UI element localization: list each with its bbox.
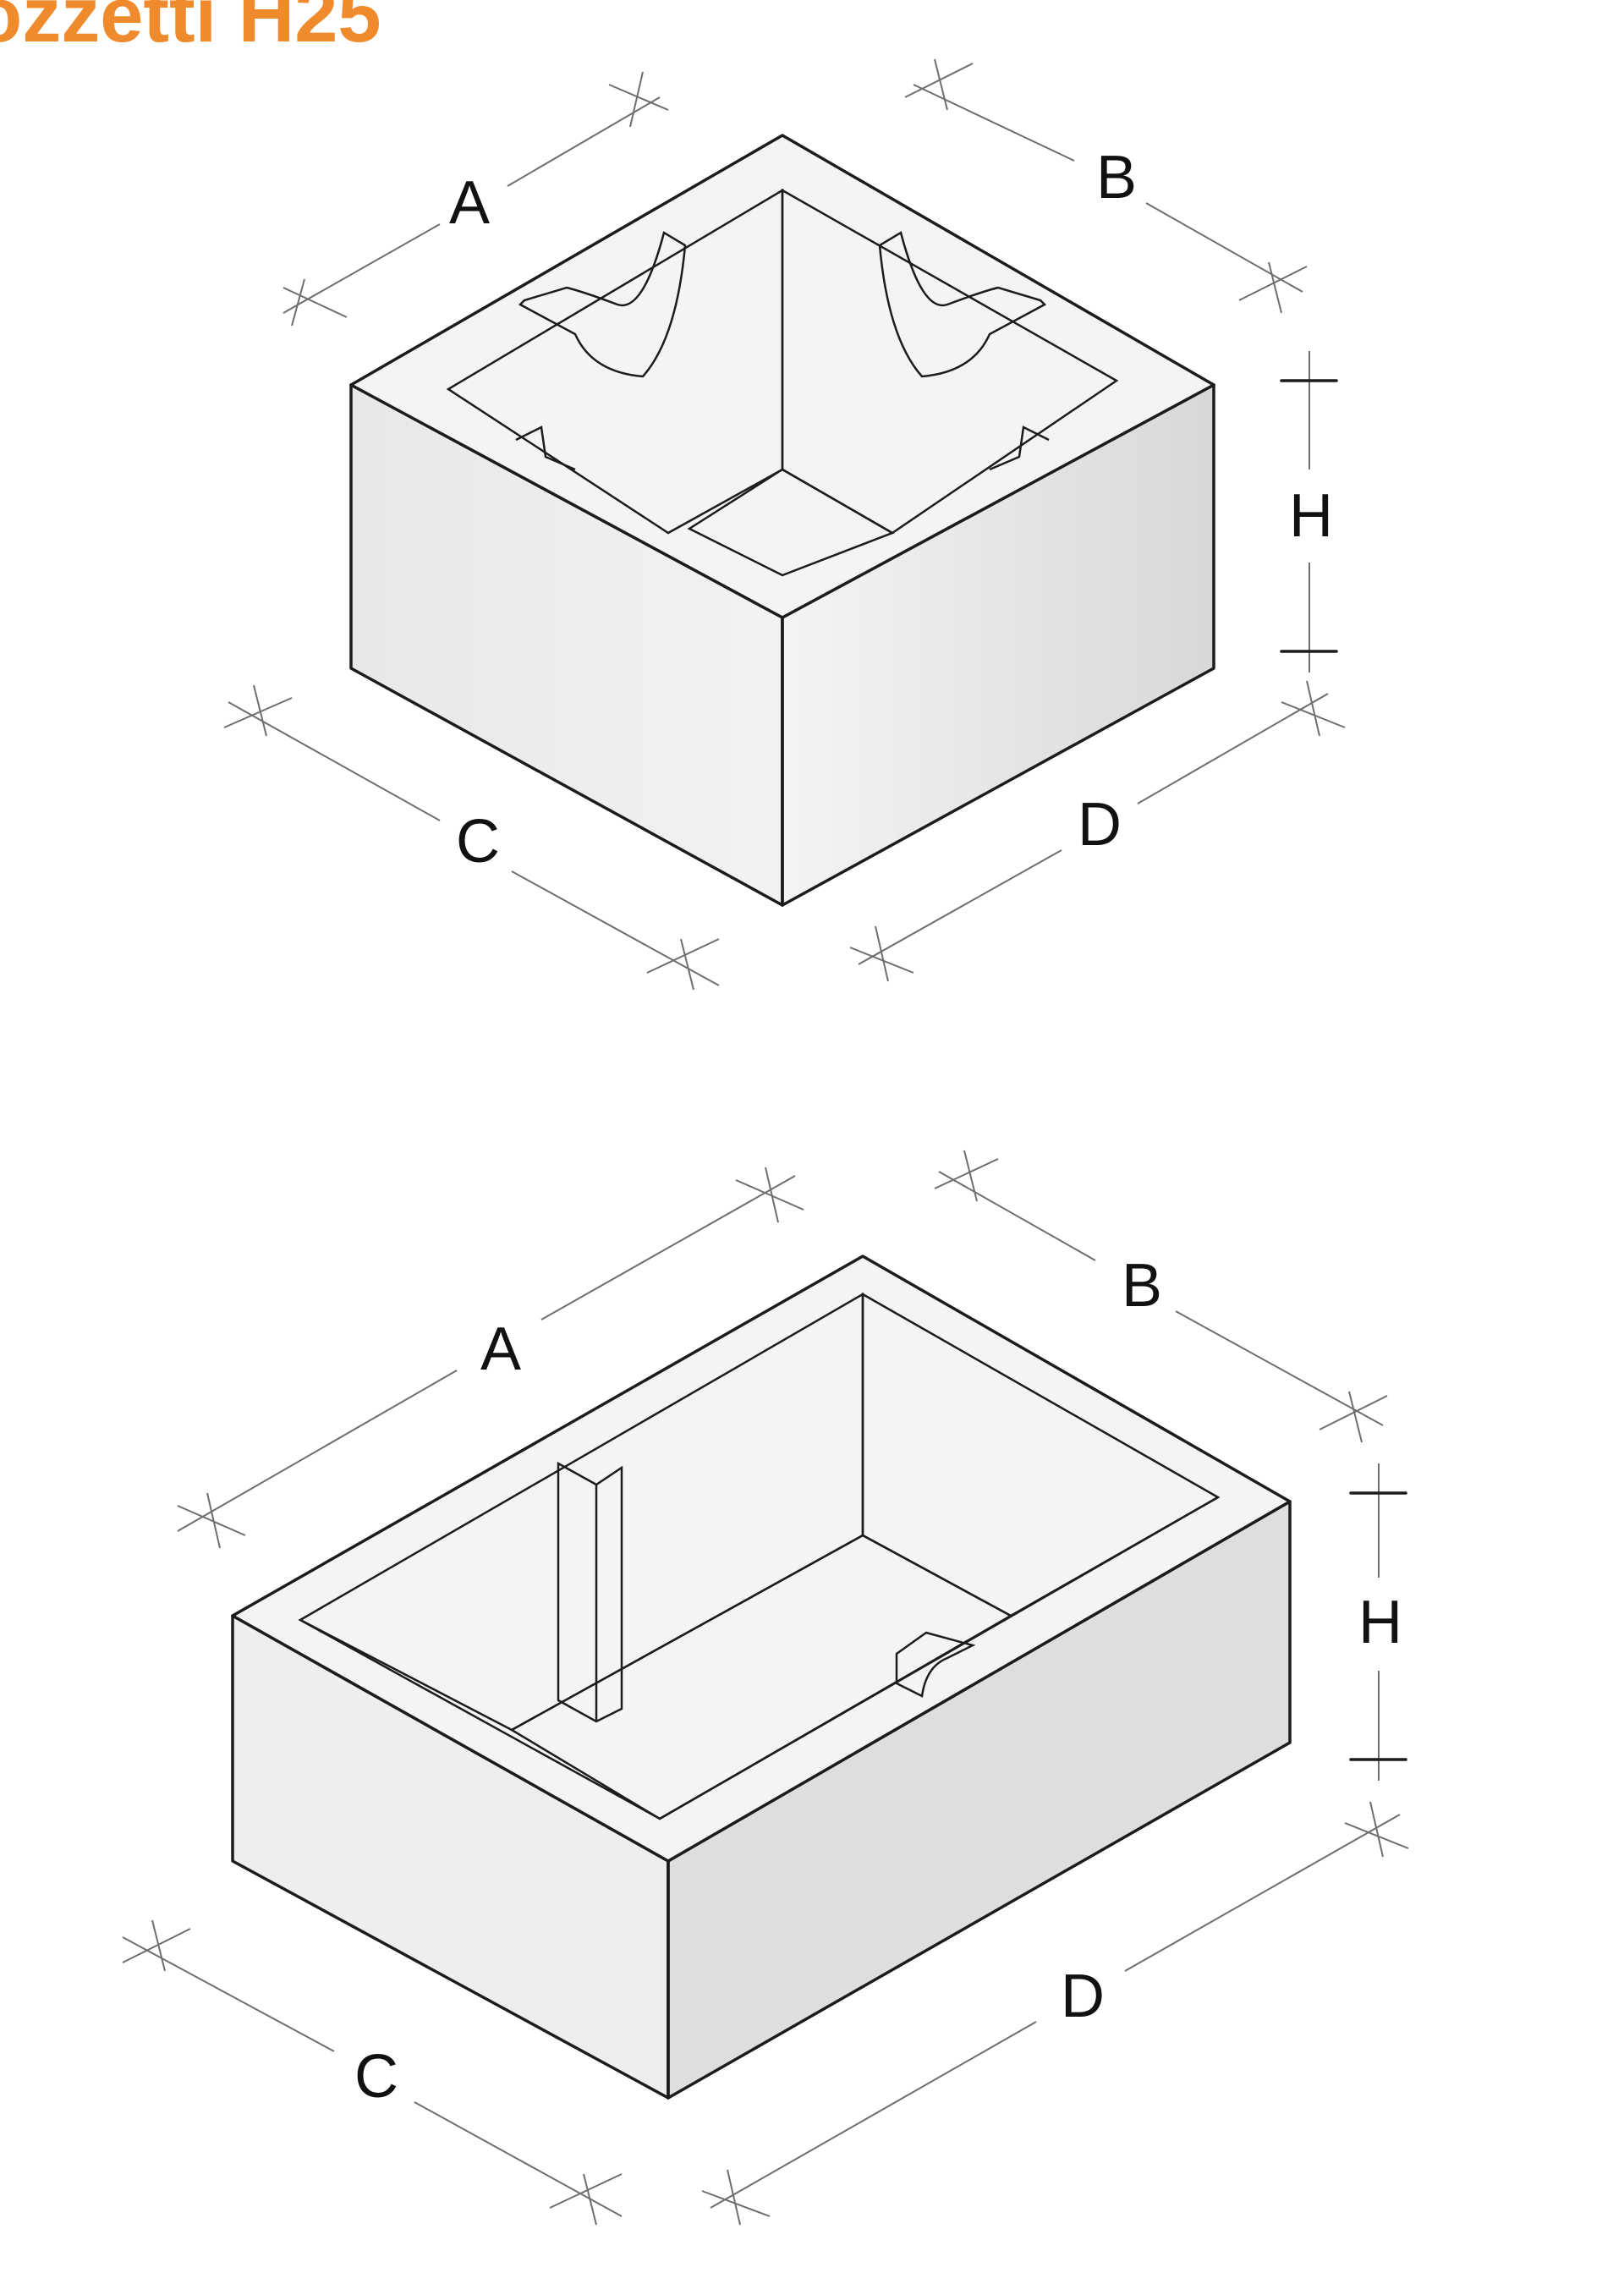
- fig1-dim-a: A: [283, 71, 669, 327]
- fig1-pipe-seat-left: [518, 231, 687, 378]
- rectangular-pozzetto-figure: A B H C: [122, 1150, 1409, 2226]
- fig1-label-h: H: [1289, 482, 1333, 550]
- fig1-dim-b: B: [904, 58, 1308, 314]
- fig1-label-a: A: [449, 169, 490, 237]
- fig2-label-h: H: [1358, 1589, 1402, 1656]
- fig1-dim-d: D: [849, 680, 1346, 982]
- fig2-label-c: C: [354, 2043, 398, 2111]
- page-title: ozzetti H25: [0, 0, 381, 58]
- fig2-notch-right: [895, 1631, 976, 1698]
- fig2-dim-a: A: [177, 1167, 804, 1549]
- fig1-label-b: B: [1096, 144, 1137, 211]
- fig1-notch-right: [989, 426, 1050, 471]
- fig2-inner-rim: [299, 1496, 1219, 1820]
- fig2-dim-d: D: [701, 1801, 1409, 2226]
- fig1-notch-left: [515, 426, 576, 471]
- fig2-label-a: A: [480, 1315, 521, 1383]
- fig1-dim-h: H: [1280, 351, 1338, 673]
- fig1-bottom-hole: [687, 468, 895, 577]
- fig2-label-d: D: [1061, 1963, 1105, 2030]
- square-pozzetto-figure: A B H C: [223, 58, 1346, 991]
- fig1-dim-c: C: [223, 684, 720, 991]
- fig2-label-b: B: [1122, 1252, 1162, 1320]
- fig2-dim-b: B: [934, 1150, 1388, 1443]
- fig2-dim-h: H: [1349, 1463, 1407, 1781]
- fig2-dim-c: C: [122, 1919, 623, 2226]
- fig1-label-c: C: [456, 808, 500, 876]
- fig1-label-d: D: [1078, 791, 1122, 859]
- fig1-pipe-seat-right: [878, 231, 1047, 378]
